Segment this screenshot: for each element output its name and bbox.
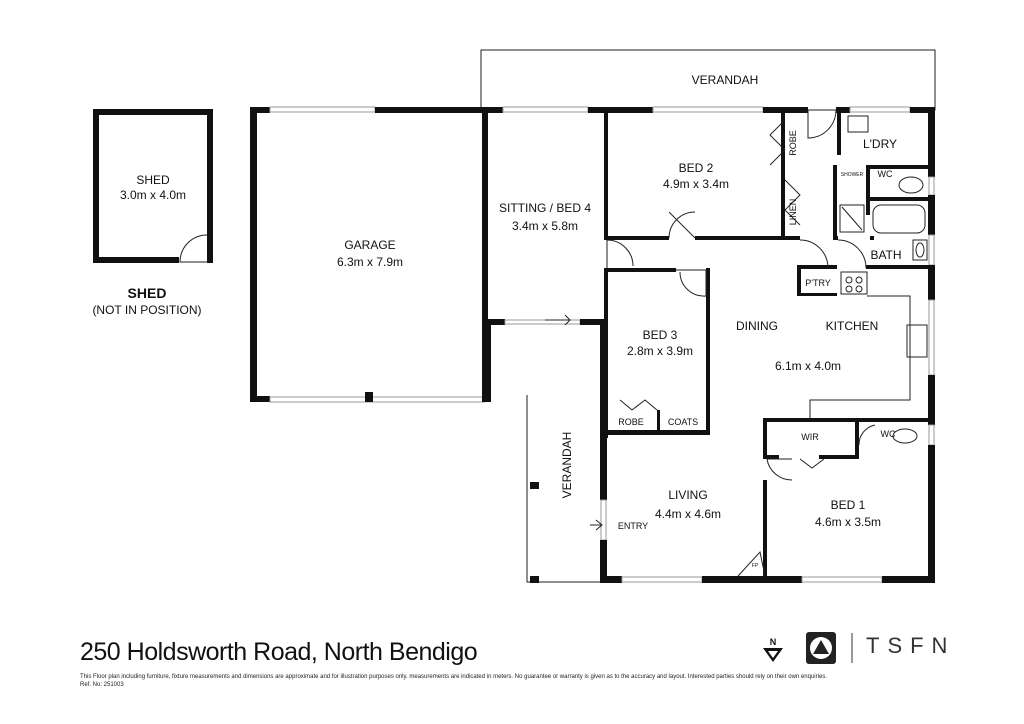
shed-size: 3.0m x 4.0m: [120, 188, 186, 202]
north-arrow-icon: [763, 648, 783, 662]
bed3-size: 2.8m x 3.9m: [627, 344, 693, 358]
bed2-size: 4.9m x 3.4m: [663, 177, 729, 191]
disclaimer-text: This Floor plan including furniture, fix…: [80, 674, 827, 680]
laundry-label: L'DRY: [863, 137, 897, 151]
bed2-label: BED 2: [679, 161, 714, 175]
garage-size: 6.3m x 7.9m: [337, 255, 403, 269]
bath-label: BATH: [870, 248, 901, 262]
verandah-side-outline: [526, 395, 600, 583]
doors-and-fixtures: [545, 109, 928, 577]
verandah-post: [530, 482, 539, 489]
disclaimer: This Floor plan including furniture, fix…: [80, 673, 827, 689]
shed-walls: [93, 109, 213, 263]
verandah-side-label: VERANDAH: [560, 432, 574, 499]
living-size: 4.4m x 4.6m: [655, 507, 721, 521]
sitting-label: SITTING / BED 4: [499, 201, 591, 215]
shed-note: (NOT IN POSITION): [92, 303, 201, 317]
robe-top-label: ROBE: [788, 130, 798, 156]
north-label: N: [770, 637, 777, 647]
bed3-label: BED 3: [643, 328, 678, 342]
living-label: LIVING: [668, 488, 707, 502]
bed1-label: BED 1: [831, 498, 866, 512]
pantry-label: P'TRY: [805, 278, 831, 288]
dining-kitchen-size: 6.1m x 4.0m: [775, 359, 841, 373]
wc-top-label: WC: [878, 169, 893, 179]
garage-label: GARAGE: [344, 238, 395, 252]
dining-label: DINING: [736, 319, 778, 333]
coats-label: COATS: [668, 417, 698, 427]
verandah-post: [530, 576, 539, 583]
shed-label: SHED: [136, 173, 170, 187]
linen-label: LINEN: [788, 199, 798, 226]
bed1-size: 4.6m x 3.5m: [815, 515, 881, 529]
fireplace-label: FP: [752, 563, 759, 569]
shed-note-title: SHED: [128, 285, 167, 301]
reference-number: Ref. No: 251003: [80, 682, 124, 688]
wc-bed1-label: WC: [881, 429, 896, 439]
brand-name: TSFN: [866, 633, 956, 658]
robe-bed3-label: ROBE: [618, 417, 644, 427]
shower-label: SHOWER: [841, 172, 864, 178]
sitting-size: 3.4m x 5.8m: [512, 219, 578, 233]
wir-label: WIR: [801, 432, 819, 442]
kitchen-label: KITCHEN: [826, 319, 879, 333]
property-address: 250 Holdsworth Road, North Bendigo: [80, 638, 478, 666]
house-walls: [485, 106, 935, 583]
entry-label: ENTRY: [618, 521, 648, 531]
logo-icon: [806, 632, 853, 664]
verandah-top-label: VERANDAH: [692, 73, 759, 87]
